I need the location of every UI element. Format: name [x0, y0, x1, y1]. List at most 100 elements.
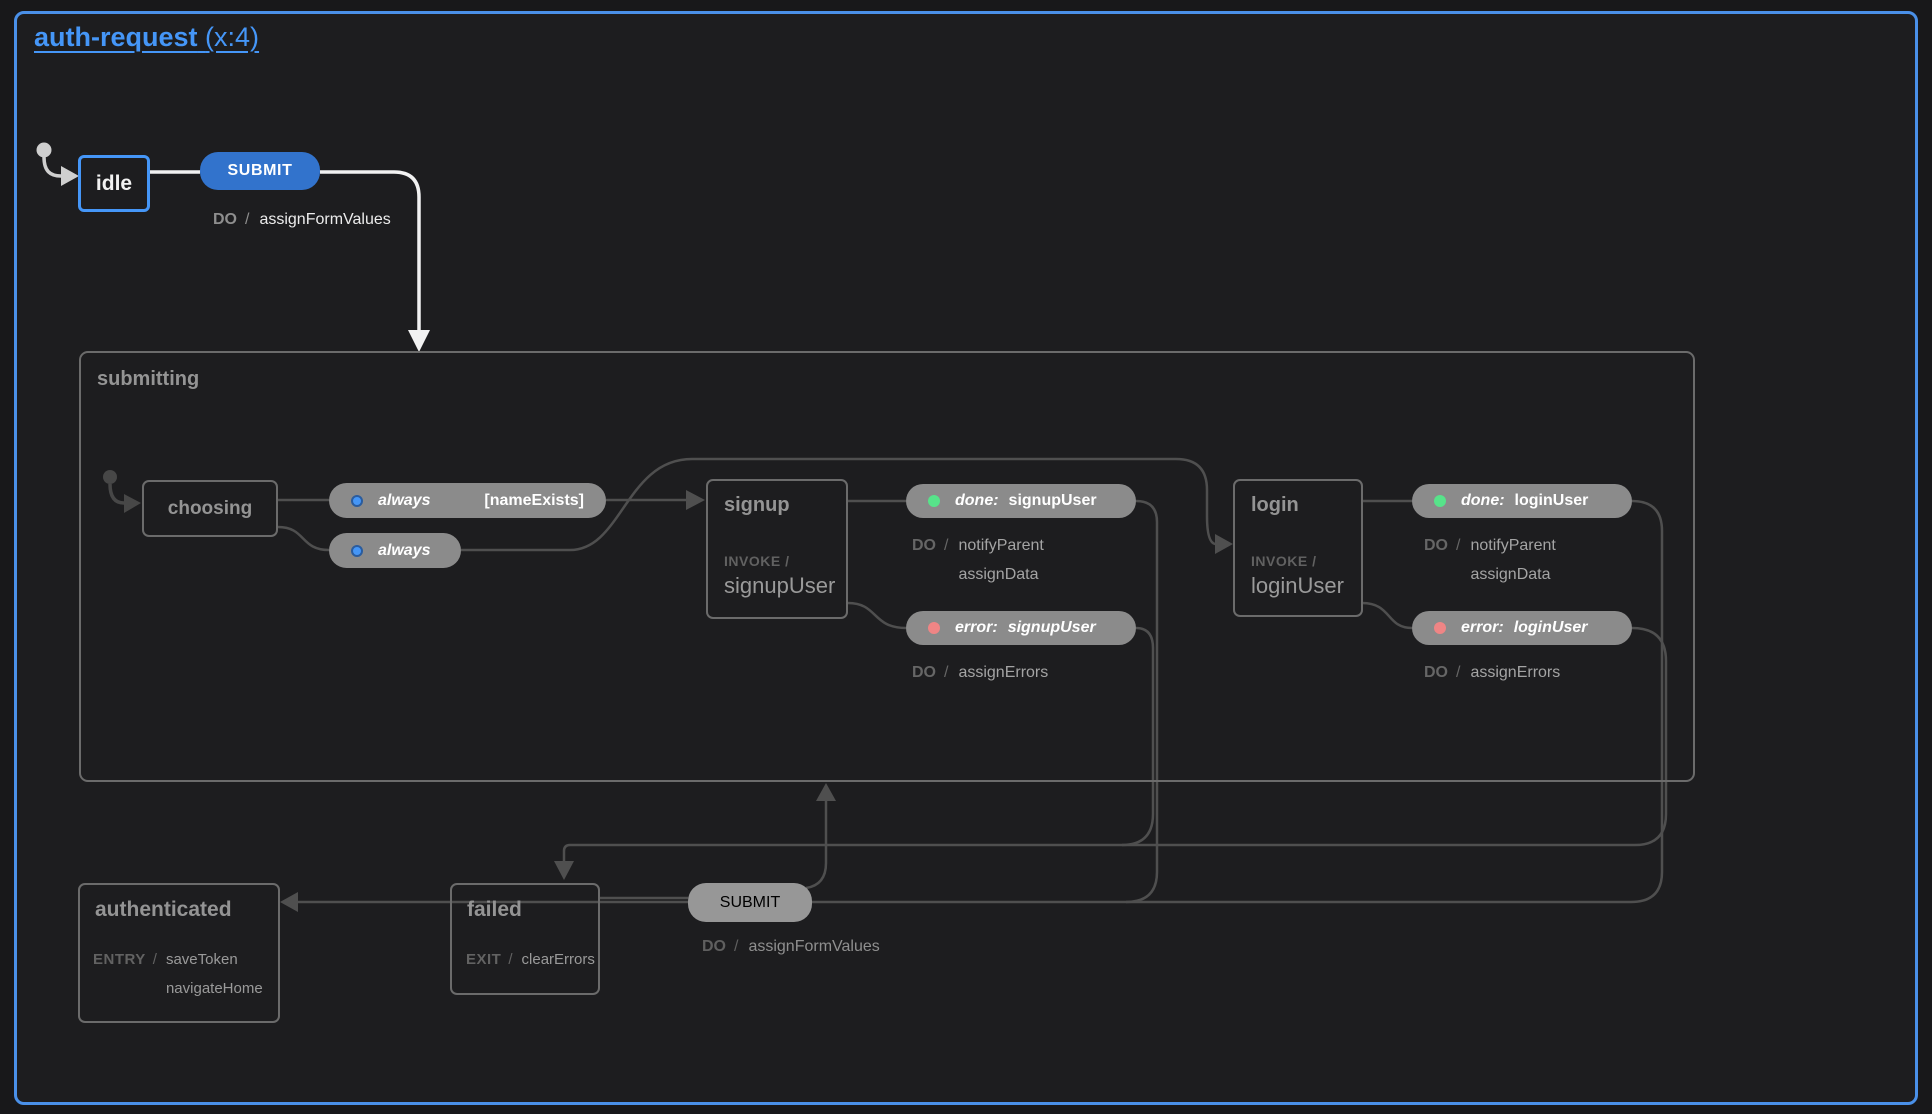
done-dot-icon [928, 495, 940, 507]
error-dot-icon [928, 622, 940, 634]
done-login-actions: DO / notifyParent assignData [1424, 531, 1556, 589]
initial-state-dot [36, 142, 52, 158]
transition-pill-always-guarded[interactable]: always [nameExists] [329, 483, 606, 518]
submit-top-actions: DO / assignFormValues [213, 205, 391, 234]
event-name: loginUser [1513, 619, 1588, 636]
edge-done-signup-down [1125, 499, 1159, 904]
event-submit-top-label: SUBMIT [227, 162, 293, 179]
action-name: assignData [1470, 566, 1551, 583]
state-failed[interactable]: failed EXIT / clearErrors [450, 883, 600, 995]
edge-signup-to-error-pill [847, 601, 907, 630]
arrowhead-into-authenticated [280, 892, 298, 912]
state-submitting[interactable]: submitting [79, 351, 1695, 782]
arrowhead-into-failed [554, 861, 574, 880]
event-pill-done-signup[interactable]: done: signupUser [906, 484, 1136, 518]
error-login-actions: DO / assignErrors [1424, 658, 1560, 687]
state-login[interactable]: login INVOKE / loginUser [1233, 479, 1363, 617]
edge-submit-arrowhead [408, 330, 430, 352]
state-signup-label: signup [724, 494, 790, 516]
do-label: DO [702, 938, 726, 955]
signup-invoke: INVOKE / signupUser [724, 553, 835, 599]
state-choosing[interactable]: choosing [142, 480, 278, 537]
exit-label: EXIT [466, 951, 502, 968]
initial-state-arrowhead [61, 166, 79, 186]
event-type: done: [955, 492, 999, 509]
state-authenticated[interactable]: authenticated ENTRY / saveToken navigate… [78, 883, 280, 1023]
edge-error-login-down [1631, 626, 1668, 847]
invoke-label: INVOKE / [1251, 553, 1317, 569]
edge-login-to-error-pill [1361, 601, 1413, 630]
edge-done-login-down [1630, 499, 1664, 904]
arrowhead-into-submitting [816, 783, 836, 801]
state-authenticated-label: authenticated [95, 898, 232, 921]
action-name: navigateHome [165, 980, 263, 997]
initial-state-dot-submitting [103, 470, 117, 484]
done-dot-icon [1434, 495, 1446, 507]
action-name: notifyParent [1470, 537, 1556, 554]
edge-error-signup-down [1121, 626, 1155, 847]
transition-pill-always[interactable]: always [329, 533, 461, 568]
event-name: loginUser [1514, 492, 1589, 509]
failed-exit-actions: EXIT / clearErrors [466, 945, 595, 974]
error-signup-actions: DO / assignErrors [912, 658, 1048, 687]
do-slash: / [944, 537, 949, 554]
do-slash: / [944, 664, 949, 681]
initial-arrowhead-choosing [124, 494, 141, 513]
guard-label: [nameExists] [484, 491, 584, 509]
do-label: DO [912, 537, 936, 554]
do-slash: / [1456, 537, 1461, 554]
state-idle[interactable]: idle [78, 155, 150, 212]
transition-dot-icon [351, 544, 363, 557]
state-choosing-label: choosing [167, 497, 253, 519]
invoke-source: signupUser [724, 573, 836, 598]
action-name: assignFormValues [748, 938, 880, 955]
action-name: assignErrors [1470, 664, 1561, 681]
do-label: DO [912, 664, 936, 681]
do-label: DO [1424, 537, 1448, 554]
action-name: assignFormValues [259, 211, 391, 228]
machine-title-link[interactable]: auth-request (x:4) [34, 22, 259, 53]
action-name: clearErrors [521, 951, 595, 968]
event-type: error: [955, 619, 998, 636]
event-pill-error-signup[interactable]: error: signupUser [906, 611, 1136, 645]
event-pill-submit-top[interactable]: SUBMIT [200, 152, 320, 190]
machine-name: auth-request [34, 22, 198, 52]
state-login-label: login [1251, 494, 1299, 516]
event-type: error: [1461, 619, 1504, 636]
do-slash: / [245, 211, 250, 228]
state-failed-label: failed [467, 898, 522, 921]
event-submit-bottom-label: SUBMIT [719, 893, 781, 911]
authenticated-entry-actions: ENTRY / saveToken navigateHome [93, 945, 263, 1003]
arrowhead-into-login [1215, 534, 1233, 554]
machine-instance-count: (x:4) [205, 22, 260, 52]
edge-always-to-login [461, 457, 1217, 552]
done-signup-actions: DO / notifyParent assignData [912, 531, 1044, 589]
event-name: signupUser [1007, 619, 1096, 636]
invoke-source: loginUser [1251, 573, 1344, 598]
state-signup[interactable]: signup INVOKE / signupUser [706, 479, 848, 619]
entry-slash: / [152, 951, 157, 968]
action-name: assignData [958, 566, 1039, 583]
arrowhead-into-signup [686, 490, 705, 510]
state-submitting-label: submitting [97, 368, 200, 390]
edge-submit-to-submitting-reentry [805, 801, 828, 890]
do-label: DO [1424, 664, 1448, 681]
action-name: notifyParent [958, 537, 1044, 554]
always-label: always [378, 491, 431, 509]
event-pill-done-login[interactable]: done: loginUser [1412, 484, 1632, 518]
login-invoke: INVOKE / loginUser [1251, 553, 1344, 599]
do-label: DO [213, 211, 237, 228]
entry-label: ENTRY [93, 951, 146, 968]
event-type: done: [1461, 492, 1505, 509]
exit-slash: / [508, 951, 513, 968]
do-slash: / [1456, 664, 1461, 681]
event-pill-error-login[interactable]: error: loginUser [1412, 611, 1632, 645]
edge-to-failed [562, 843, 1635, 861]
state-idle-label: idle [95, 171, 133, 195]
invoke-label: INVOKE / [724, 553, 790, 569]
initial-state-hook-submitting [108, 483, 125, 505]
event-pill-submit-bottom[interactable]: SUBMIT [688, 883, 812, 922]
action-name: assignErrors [958, 664, 1049, 681]
